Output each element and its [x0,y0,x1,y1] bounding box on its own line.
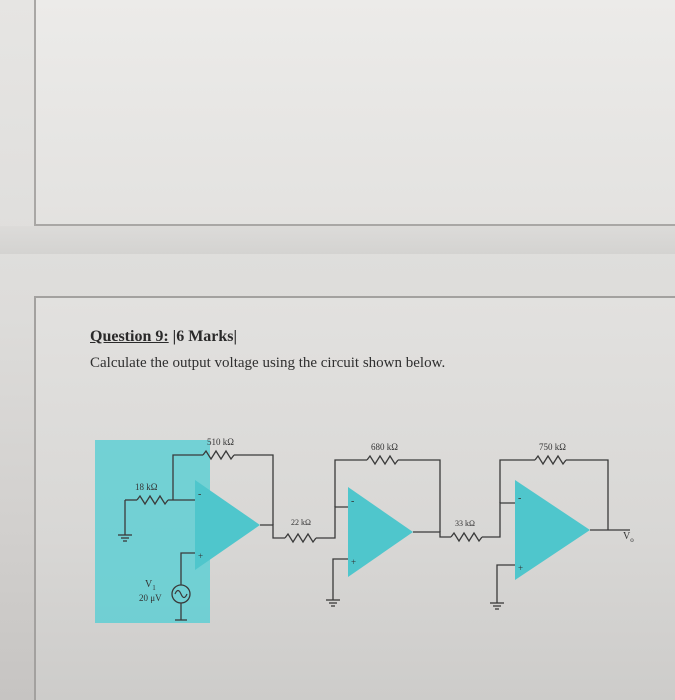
question-title: Question 9: |6 Marks| [90,328,237,346]
pin-plus-1: + [198,551,203,561]
resistor-680k [366,454,399,466]
label-22k: 22 kΩ [291,518,311,527]
ac-source-icon [171,584,191,604]
pin-plus-2: + [351,557,356,567]
resistor-22k [284,532,317,544]
ground-symbol-3 [490,602,504,610]
wire-plus1 [180,552,195,585]
pin-minus-2: - [351,496,354,507]
wire-fb1-right [234,454,274,525]
pin-plus-3: + [518,563,523,573]
question-text: Calculate the output voltage using the c… [90,355,446,371]
wire-in2 [316,506,348,539]
label-510k: 510 kΩ [207,437,234,447]
opamp-3 [515,480,590,580]
ground-symbol-1 [118,534,132,542]
resistor-18k [136,494,169,506]
opamp-1 [195,480,260,570]
resistor-750k [534,454,567,466]
pin-minus-3: - [518,493,521,504]
label-680k: 680 kΩ [371,442,398,452]
resistor-510k [202,449,235,461]
output-label: Vo [623,531,634,544]
opamp-2 [348,487,413,577]
wire-fb2-right [398,459,441,532]
question-marks: |6 Marks| [168,328,238,345]
source-label: V1 [145,579,156,592]
pin-minus-1: - [198,489,201,500]
label-18k: 18 kΩ [135,482,158,492]
circuit-diagram: 18 kΩ 510 kΩ 22 kΩ 680 kΩ 33 kΩ 750 kΩ -… [95,437,634,623]
question-number: Question 9: [90,328,169,345]
ground-symbol-2 [326,599,340,607]
wire-fb3 [499,459,535,503]
resistor-33k [450,531,483,543]
wire-out1 [260,524,285,539]
wire-plus2 [332,558,348,600]
source-value: 20 μV [139,593,162,603]
page-gap [0,226,675,254]
wire-out2 [413,531,451,538]
wire-fb1 [172,454,203,500]
wire-fb3-right [566,459,609,530]
previous-answer-box [34,0,675,226]
wire-fb2 [334,459,367,507]
label-33k: 33 kΩ [455,519,475,528]
label-750k: 750 kΩ [539,442,566,452]
wire-in3 [482,502,515,538]
wire-plus3 [496,564,515,603]
highlight-block [95,440,210,623]
sine-icon [174,589,188,599]
